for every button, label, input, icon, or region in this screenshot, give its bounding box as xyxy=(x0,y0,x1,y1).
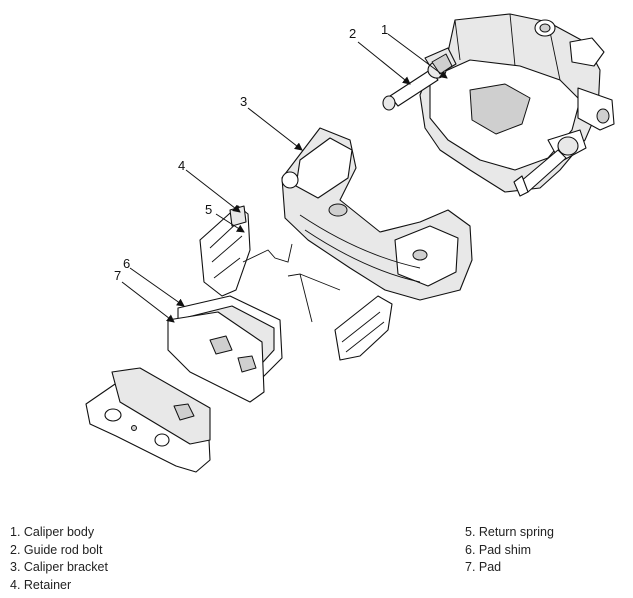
pad-outer xyxy=(85,367,211,473)
legend-item-pad-shim: 6. Pad shim xyxy=(465,542,532,557)
legend-item-caliper-bracket: 3. Caliper bracket xyxy=(10,560,108,574)
pad-inner xyxy=(167,311,265,403)
caliper-bracket xyxy=(281,127,473,301)
callout-3: 3 xyxy=(240,94,247,109)
callout-1: 1 xyxy=(381,22,388,37)
callout-5: 5 xyxy=(205,202,212,217)
legend-item-guide-rod-bolt: 2. Guide rod bolt xyxy=(10,542,103,557)
retainer-right xyxy=(334,295,393,361)
leader-lines xyxy=(121,33,448,323)
callout-6: 6 xyxy=(123,256,130,271)
brake-caliper-exploded-diagram: 1 2 3 4 5 6 7 xyxy=(85,13,615,473)
legend-item-retainer: 4. Retainer xyxy=(10,577,72,592)
lower-guide-bolt xyxy=(513,136,579,197)
return-spring xyxy=(242,243,341,323)
legend-item-return-spring: 5. Return spring xyxy=(465,525,554,539)
legend-right: 5. Return spring 6. Pad shim 7. Pad xyxy=(465,524,554,577)
legend-left: 1. Caliper body 2. Guide rod bolt 3. Cal… xyxy=(10,524,108,594)
callout-4: 4 xyxy=(178,158,185,173)
caliper-body xyxy=(419,13,615,193)
callout-2: 2 xyxy=(349,26,356,41)
legend-item-pad: 7. Pad xyxy=(465,560,502,574)
legend-item-caliper-body: 1. Caliper body xyxy=(10,525,95,539)
callout-7: 7 xyxy=(114,268,121,283)
